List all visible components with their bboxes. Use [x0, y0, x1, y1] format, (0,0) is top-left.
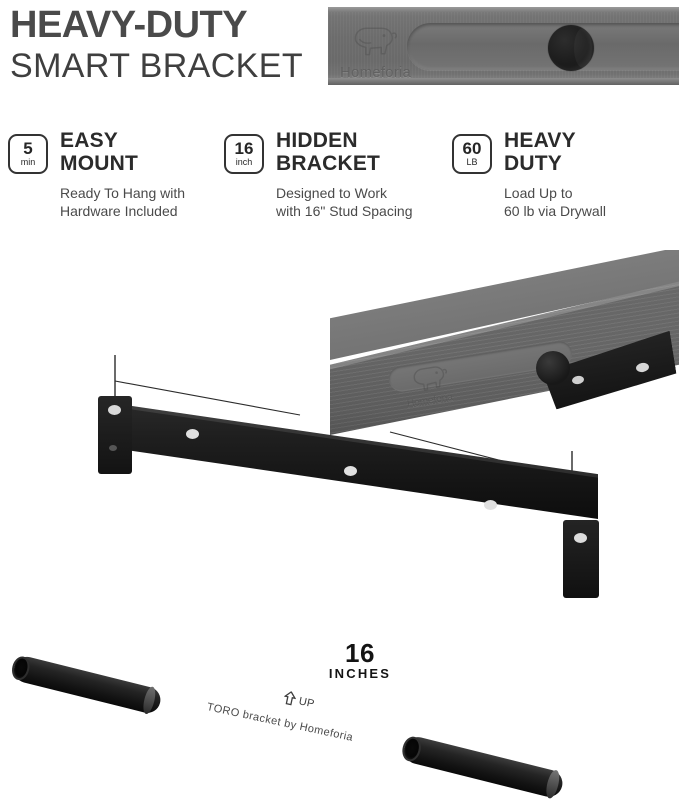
- rod-open-tip: [9, 654, 32, 682]
- feature-chip-time: 5 min: [8, 134, 48, 174]
- headline-line-2: SMART BRACKET: [10, 47, 304, 85]
- feature-desc-line-2: 60 lb via Drywall: [504, 203, 606, 219]
- feature-title: EASY MOUNT: [60, 129, 138, 175]
- feature-desc-line-2: Hardware Included: [60, 203, 178, 219]
- feature-desc-line-1: Load Up to: [504, 185, 573, 201]
- feature-list: 5 min EASY MOUNT Ready To Hang with Hard…: [0, 129, 679, 233]
- chip-value: 16: [234, 139, 254, 158]
- headline-line-1: HEAVY-DUTY: [10, 4, 248, 46]
- shelf-top-lip: [328, 7, 679, 12]
- feature-chip-size: 16 inch: [224, 134, 264, 174]
- toro-bracket: UP TORO bracket by Homeforia: [0, 238, 679, 800]
- feature-chip-load: 60 LB: [452, 134, 492, 174]
- chip-unit: min: [20, 157, 36, 167]
- up-arrow-icon: [283, 690, 297, 706]
- shelf-bottom-lip: [328, 78, 679, 85]
- mounting-screw-hole: [344, 466, 357, 476]
- rear-bracket-assembly: [536, 343, 676, 428]
- rod-open-tip: [399, 734, 424, 764]
- floating-shelf: Homeforia: [330, 250, 679, 435]
- bison-logo-icon: [413, 366, 448, 391]
- chip-value: 5: [23, 139, 33, 158]
- chip-unit: inch: [235, 157, 253, 167]
- bracket-right-support-rod: [399, 734, 566, 800]
- feature-description: Ready To Hang with Hardware Included: [60, 184, 185, 220]
- bracket-up-marker: UP: [283, 690, 316, 710]
- bracket-engraving-text: TORO bracket by Homeforia: [205, 701, 355, 744]
- feature-desc-line-2: with 16" Stud Spacing: [276, 203, 413, 219]
- rod-collar: [141, 685, 158, 716]
- mounting-screw-hole: [484, 500, 497, 510]
- product-infographic: HEAVY-DUTY SMART BRACKET Homeforia 5: [0, 4, 679, 800]
- feature-description: Load Up to 60 lb via Drywall: [504, 184, 606, 220]
- feature-title-line-1: HIDDEN: [276, 129, 358, 152]
- chip-value: 60: [462, 139, 482, 158]
- feature-title: HEAVY DUTY: [504, 129, 576, 175]
- feature-desc-line-1: Designed to Work: [276, 185, 388, 201]
- brand-name-top: Homeforia: [340, 64, 411, 81]
- feature-title-line-2: DUTY: [504, 152, 562, 175]
- feature-description: Designed to Work with 16" Stud Spacing: [276, 184, 413, 220]
- feature-title-line-1: EASY: [60, 129, 118, 152]
- main-product-photo: Homeforia 16 INCHES: [0, 238, 679, 800]
- top-shelf-photo: Homeforia: [328, 7, 679, 85]
- mounting-screw-hole: [186, 429, 199, 439]
- bison-logo-icon: [354, 27, 397, 56]
- up-marker-label: UP: [297, 695, 316, 711]
- page-title: HEAVY-DUTY SMART BRACKET: [10, 4, 330, 86]
- bracket-right-mounting-plate: [563, 520, 599, 598]
- bracket-main-bar: [98, 401, 598, 519]
- brand-emboss-top: Homeforia: [340, 21, 412, 81]
- brand-emboss-shelf: Homeforia: [405, 359, 457, 410]
- chip-unit: LB: [466, 157, 478, 167]
- dimension-unit: INCHES: [328, 666, 392, 681]
- feature-title-line-2: MOUNT: [60, 152, 138, 175]
- feature-desc-line-1: Ready To Hang with: [60, 185, 186, 201]
- mounting-screw-hole: [108, 405, 121, 415]
- mounting-screw-hole: [109, 445, 117, 451]
- shelf-routed-channel: [407, 23, 679, 70]
- rod-collar: [543, 768, 562, 800]
- shelf-bore-hole: [548, 25, 594, 71]
- bracket-left-support-rod: [9, 654, 164, 716]
- feature-title: HIDDEN BRACKET: [276, 129, 380, 175]
- feature-title-line-2: BRACKET: [276, 152, 381, 175]
- dimension-value: 16: [345, 638, 375, 668]
- dimension-label: 16 INCHES: [305, 640, 415, 682]
- rear-rod-end: [536, 351, 570, 385]
- mounting-screw-hole: [574, 533, 587, 543]
- feature-title-line-1: HEAVY: [504, 129, 576, 152]
- bracket-left-mounting-plate: [98, 396, 132, 474]
